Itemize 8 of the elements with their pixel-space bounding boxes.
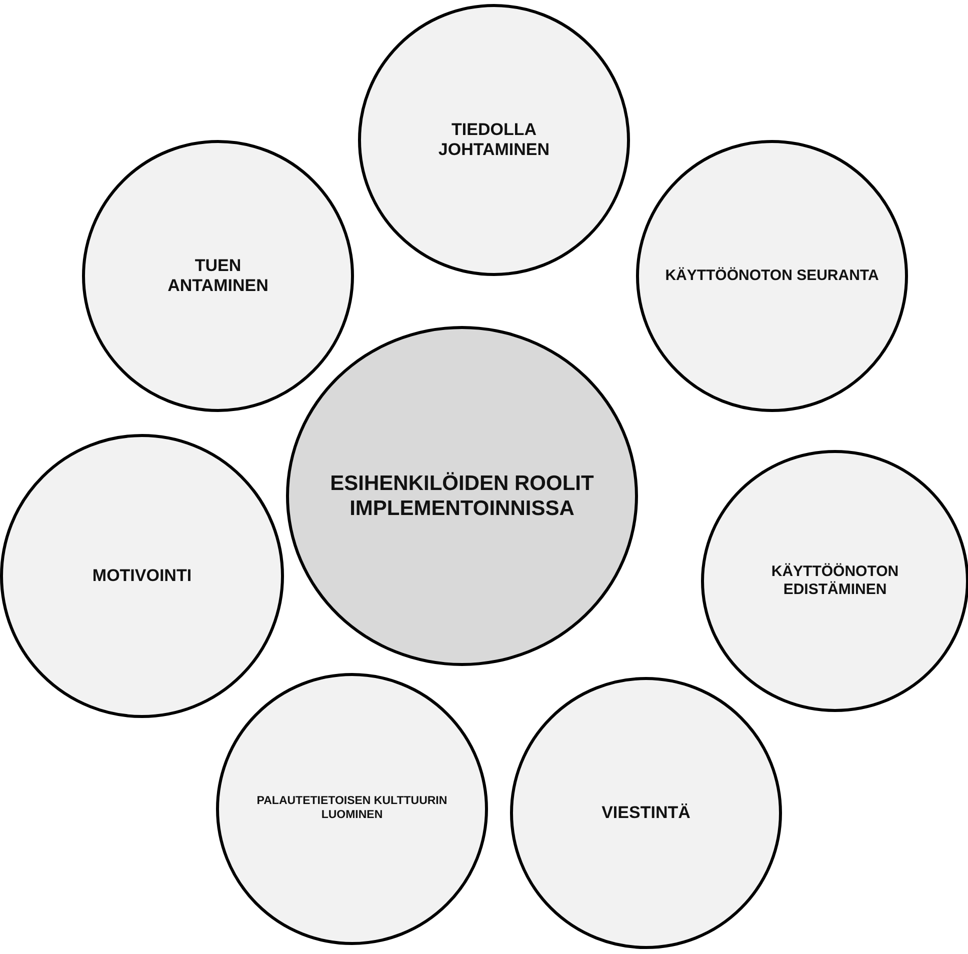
topic-label: TUEN ANTAMINEN (166, 256, 270, 296)
central-title: ESIHENKILÖIDEN ROOLIT IMPLEMENTOINNISSA (329, 470, 595, 522)
topic-label: PALAUTETIETOISEN KULTTUURIN LUOMINEN (256, 795, 448, 823)
topic-label: KÄYTTÖÖNOTON EDISTÄMINEN (770, 563, 900, 599)
topic-label: TIEDOLLA JOHTAMINEN (437, 120, 551, 160)
topic-label: MOTIVOINTI (92, 566, 192, 586)
topic-label: KÄYTTÖÖNOTON SEURANTA (665, 267, 879, 285)
topic-label: VIESTINTÄ (602, 802, 690, 824)
